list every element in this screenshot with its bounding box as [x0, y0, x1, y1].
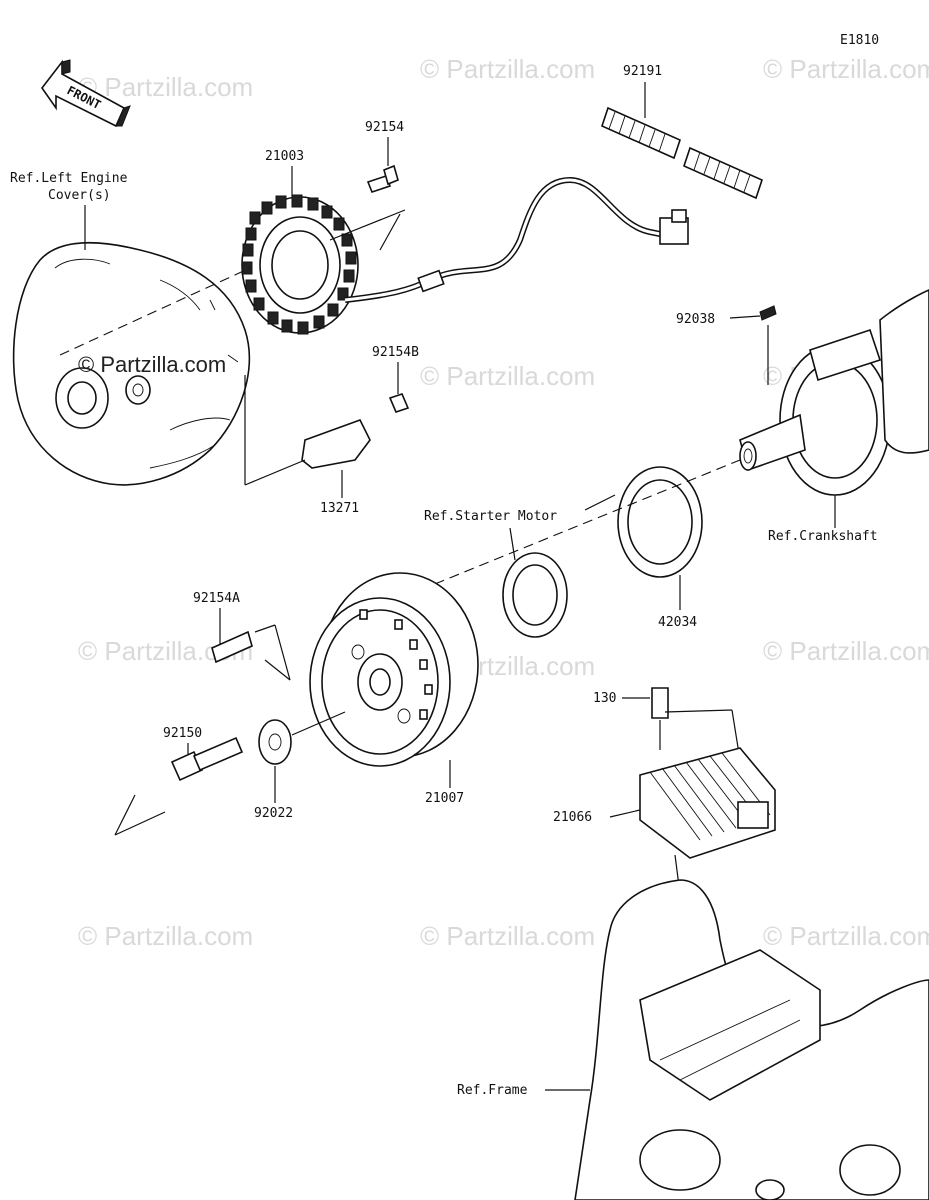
bolt-92154B [388, 393, 410, 413]
rotor-21007 [309, 572, 479, 767]
part-label-92150: 92150 [163, 726, 202, 741]
wire-harness [344, 176, 689, 303]
watermark: © Partzilla.com [78, 72, 253, 102]
regulator-21066 [639, 747, 776, 859]
tube-92191 [601, 106, 763, 200]
bracket-13271 [301, 419, 371, 469]
bolt-92154 [366, 164, 399, 193]
ref-frame-label: Ref.Frame [457, 1083, 528, 1098]
watermark-group: © Partzilla.com © Partzilla.com © Partzi… [78, 54, 929, 951]
crankshaft-part [739, 289, 929, 496]
ref-left-cover-label: Ref.Left Engine [10, 171, 128, 186]
part-label-21007: 21007 [425, 791, 464, 806]
watermark: © Partzilla.com [763, 636, 929, 666]
bolt-92150 [170, 736, 244, 782]
watermark: © Partzilla.com [763, 921, 929, 951]
bolt-92154A [211, 630, 253, 664]
ref-crankshaft-label: Ref.Crankshaft [768, 529, 878, 544]
watermark: © Partzilla.com [420, 54, 595, 84]
part-label-42034: 42034 [658, 615, 697, 630]
watermark: © Partzilla.com [763, 54, 929, 84]
diagram-code: E1810 [840, 33, 879, 48]
left-engine-cover: © Partzilla.com [12, 242, 251, 486]
ref-left-cover-label: Cover(s) [48, 188, 111, 203]
watermark: © Partzilla.com [420, 361, 595, 391]
part-label-21003: 21003 [265, 149, 304, 164]
washer-92022 [258, 719, 292, 765]
part-label-92154A: 92154A [193, 591, 240, 606]
gear-42034 [617, 466, 703, 578]
key-92038 [759, 305, 777, 321]
part-label-92154: 92154 [365, 120, 404, 135]
part-label-92154B: 92154B [372, 345, 419, 360]
watermark: © Partzilla.com [420, 921, 595, 951]
watermark: © Partzilla.com [78, 352, 226, 377]
part-label-130: 130 [593, 691, 616, 706]
starter-clutch-part [502, 552, 568, 638]
part-label-92191: 92191 [623, 64, 662, 79]
part-label-92022: 92022 [254, 806, 293, 821]
bolt-130 [651, 687, 669, 719]
front-arrow-icon: FRONT [41, 59, 131, 128]
part-label-21066: 21066 [553, 810, 592, 825]
watermark: © Partzilla.com [78, 921, 253, 951]
frame-part [574, 879, 929, 1200]
part-label-92038: 92038 [676, 312, 715, 327]
stator-part [241, 194, 359, 335]
ref-starter-motor-label: Ref.Starter Motor [424, 509, 557, 524]
part-label-13271: 13271 [320, 501, 359, 516]
